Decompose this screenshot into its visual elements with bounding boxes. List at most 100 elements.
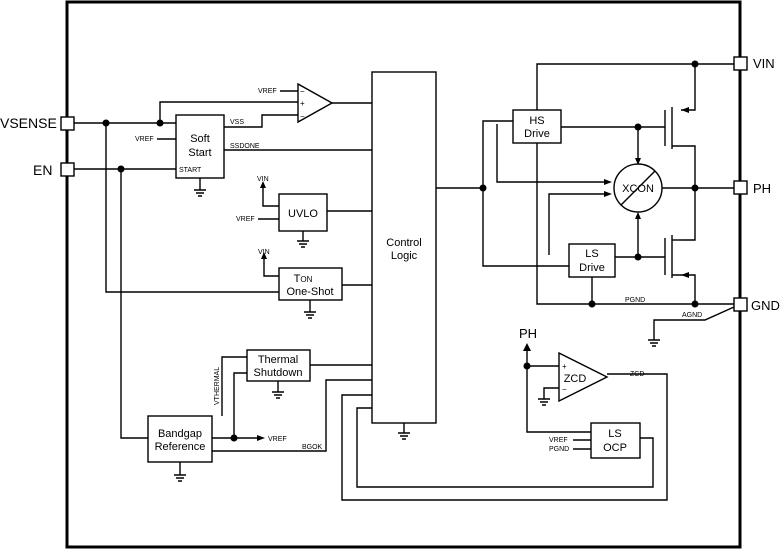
ls-drive-label-2: Drive	[579, 262, 605, 274]
wire-vin-to-hsfet	[681, 64, 696, 111]
thermal-label-2: Shutdown	[254, 367, 303, 379]
comparator	[297, 82, 334, 124]
hs-drive-label-1: HS	[529, 115, 544, 127]
label-vref-ocp: VREF	[549, 437, 568, 444]
node-vsense-2	[156, 119, 164, 127]
ton-label-2: One-Shot	[286, 286, 333, 298]
arrow-hsfet	[681, 107, 689, 113]
label-vref-soft: VREF	[135, 136, 154, 143]
pin-label-gnd: GND	[751, 298, 780, 313]
wire-bgok	[212, 379, 372, 452]
pin-ph	[733, 180, 748, 195]
bandgap-ground	[174, 462, 186, 482]
bandgap-block	[147, 415, 213, 463]
wire-ocp-loop	[356, 407, 654, 488]
wire-agnd	[653, 306, 735, 340]
ls-drive-block	[568, 243, 616, 278]
wire-vin-rail	[536, 63, 734, 110]
ton-block	[278, 267, 343, 301]
label-agnd: AGND	[682, 312, 702, 319]
comp-minus-2: −	[300, 112, 305, 121]
soft-start-ground	[194, 178, 206, 197]
node-en	[117, 165, 125, 173]
label-vref-out: VREF	[268, 436, 287, 443]
agnd-ground	[648, 339, 660, 347]
hs-drive-block	[512, 109, 562, 144]
label-zcd-out: ZCD	[630, 371, 644, 378]
wire-hs-to-xcon	[496, 124, 605, 183]
thermal-label-1: Thermal	[258, 354, 298, 366]
zcd-minus: −	[562, 385, 567, 394]
control-logic-label-2: Logic	[391, 250, 418, 262]
comp-plus: +	[300, 99, 305, 108]
zcd-label: ZCD	[564, 373, 587, 385]
ton-label-1: TON	[294, 273, 313, 285]
node-pgnd-2	[691, 300, 699, 308]
arrow-hs-xcon	[604, 179, 612, 185]
node-vref	[230, 434, 238, 442]
wire-zcd-loop	[341, 373, 668, 501]
label-ssdone: SSDONE	[230, 143, 260, 150]
label-vref-uvlo: VREF	[236, 216, 255, 223]
arrow-ls-gate-xcon	[635, 212, 641, 219]
soft-start-block	[175, 114, 225, 179]
xcon-label: XCON	[622, 183, 654, 195]
uvlo-block	[278, 193, 328, 232]
wire-vsense-down	[105, 123, 279, 293]
ls-ocp-label-2: OCP	[603, 442, 627, 454]
pin-vsense	[60, 116, 75, 131]
wire-en-down	[120, 169, 148, 439]
label-bgok: BGOK	[302, 444, 323, 451]
arrow-vin-uvlo	[260, 181, 266, 188]
pin-vin	[733, 56, 748, 71]
xcon-slash	[620, 170, 656, 206]
arrow-hs-gate-xcon	[635, 158, 641, 165]
bandgap-label-1: Bandgap	[158, 428, 202, 440]
arrow-ls-xcon	[604, 191, 612, 197]
wire-to-hs	[482, 120, 513, 188]
pin-label-en: EN	[33, 162, 52, 178]
uvlo-ground	[297, 231, 309, 248]
bandgap-label-2: Reference	[155, 441, 206, 453]
label-vthermal: VTHERMAL	[214, 367, 221, 405]
control-logic-label-1: Control	[386, 237, 421, 249]
arrow-vin-ton	[261, 252, 267, 259]
pin-gnd	[733, 297, 748, 312]
soft-start-label-1: Soft	[190, 133, 210, 145]
thermal-ground	[272, 381, 284, 399]
wire-vref-thermal	[233, 372, 247, 438]
label-vin-uvlo: VIN	[257, 176, 269, 183]
ls-drive-label-1: LS	[585, 248, 598, 260]
zcd-plus: +	[562, 362, 567, 371]
label-ph-internal: PH	[519, 326, 537, 341]
label-pgnd: PGND	[625, 297, 645, 304]
ls-ocp-label-1: LS	[608, 428, 621, 440]
hs-drive-label-2: Drive	[524, 128, 550, 140]
pin-label-vsense: VSENSE	[0, 115, 57, 131]
label-pgnd-ocp: PGND	[549, 446, 569, 453]
pin-label-ph: PH	[753, 181, 771, 196]
node-vsense-1	[102, 119, 110, 127]
wire-to-ls	[482, 188, 569, 267]
ls-fet-source	[672, 274, 696, 304]
wire-vss	[224, 114, 298, 128]
comp-minus: −	[300, 87, 305, 96]
thermal-shutdown-block	[246, 349, 311, 382]
ton-ground	[304, 300, 316, 319]
label-vin-ton: VIN	[258, 249, 270, 256]
ic-outline	[65, 0, 742, 549]
wire-pgnd	[536, 143, 734, 305]
wire-vsense-to-comp	[159, 101, 298, 123]
pin-label-vin: VIN	[753, 56, 775, 71]
wire-vthermal	[221, 356, 247, 416]
hs-fet-source	[672, 145, 696, 241]
zcd-minus-ground	[538, 387, 559, 406]
wire-vin-uvlo	[262, 185, 279, 207]
zcd-comparator	[558, 351, 609, 403]
label-start: START	[179, 167, 202, 174]
ls-ocp-block	[590, 422, 641, 459]
soft-start-label-2: Start	[188, 147, 211, 159]
pin-en	[60, 162, 75, 177]
label-vss: VSS	[230, 119, 244, 126]
